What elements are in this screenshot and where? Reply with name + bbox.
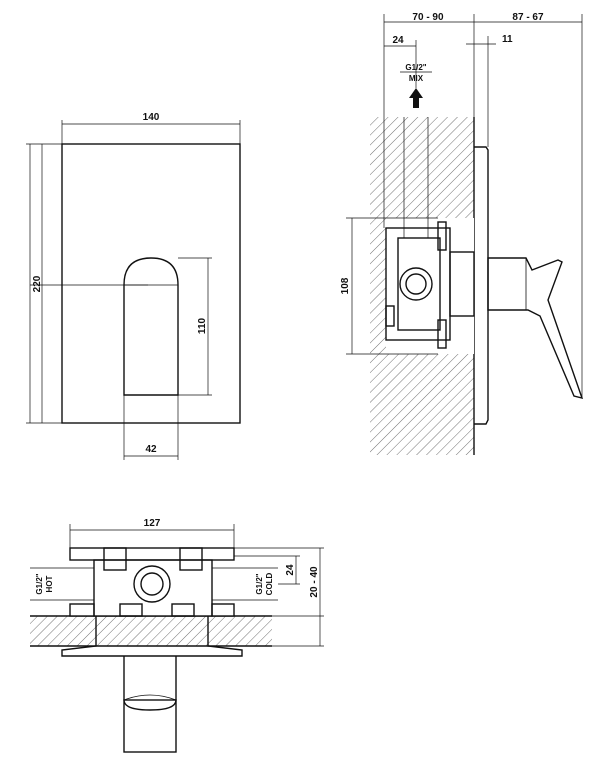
hot-inlet: G1/2" HOT — [30, 567, 94, 601]
hot-label: HOT — [45, 575, 54, 592]
top-wall-section — [30, 616, 272, 646]
dim-handle-width: 42 — [123, 395, 179, 460]
top-port — [133, 565, 171, 603]
cold-label: COLD — [265, 572, 274, 595]
plate-offset-label: 11 — [502, 34, 513, 45]
hot-thread-label: G1/2" — [35, 573, 44, 594]
depth2-label: 87 - 67 — [512, 12, 544, 23]
mix-arrow-icon — [409, 88, 423, 108]
side-cover-plate — [474, 146, 489, 425]
cold-inlet: G1/2" COLD — [212, 567, 278, 601]
top-width-label: 127 — [144, 518, 161, 529]
dim-plate-height: 220 — [26, 143, 62, 424]
front-view: 140 220 110 42 — [26, 112, 241, 460]
dim-depth: 70 - 90 87 - 67 — [383, 12, 583, 398]
dim-top-width: 127 — [69, 518, 235, 548]
cover-plate — [61, 143, 241, 424]
top-valve-body — [93, 559, 213, 617]
side-view: G1/2" MIX 70 - 90 87 - 67 24 11 — [340, 12, 584, 455]
dim-body-height: 108 — [340, 217, 438, 355]
top-cover-plate — [61, 616, 243, 657]
lever-handle — [123, 257, 179, 396]
cold-thread-label: G1/2" — [255, 573, 264, 594]
top-depth-label: 20 - 40 — [309, 566, 320, 598]
dim-plate-width: 140 — [61, 112, 241, 144]
dim-top-depth: 20 - 40 — [234, 547, 324, 647]
outlet-port — [399, 267, 433, 301]
top-view: 127 G1/2" HOT G1/2" COLD 24 — [30, 518, 324, 753]
side-lever-handle — [487, 257, 584, 399]
plate-height-label: 220 — [32, 275, 43, 292]
dim-plate-offset: 11 — [466, 34, 513, 147]
body-height-label: 108 — [340, 277, 351, 294]
top-lever-handle — [123, 656, 177, 711]
plate-width-label: 140 — [143, 112, 160, 123]
dim-top-offset: 24 — [234, 555, 300, 585]
top-offset-label: 24 — [285, 564, 296, 576]
pipe-offset-label: 24 — [392, 35, 404, 46]
dim-handle-height: 110 — [178, 257, 212, 396]
handle-height-label: 110 — [197, 317, 208, 334]
dim-pipe-offset: 24 — [384, 35, 417, 88]
handle-width-label: 42 — [145, 444, 157, 455]
depth-label: 70 - 90 — [412, 12, 444, 23]
